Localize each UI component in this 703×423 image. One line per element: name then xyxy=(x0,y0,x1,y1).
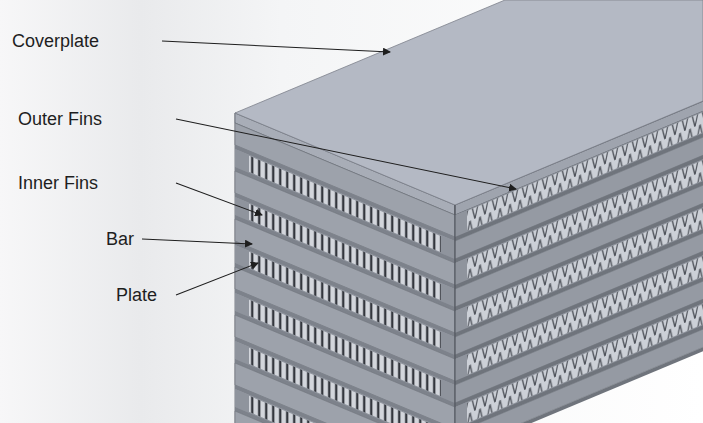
part-label: Outer Fins xyxy=(18,108,102,130)
part-label: Bar xyxy=(106,228,134,250)
leader-lines xyxy=(142,41,516,295)
part-label: Plate xyxy=(116,284,157,306)
part-label: Inner Fins xyxy=(18,172,98,194)
part-label: Coverplate xyxy=(12,30,99,52)
